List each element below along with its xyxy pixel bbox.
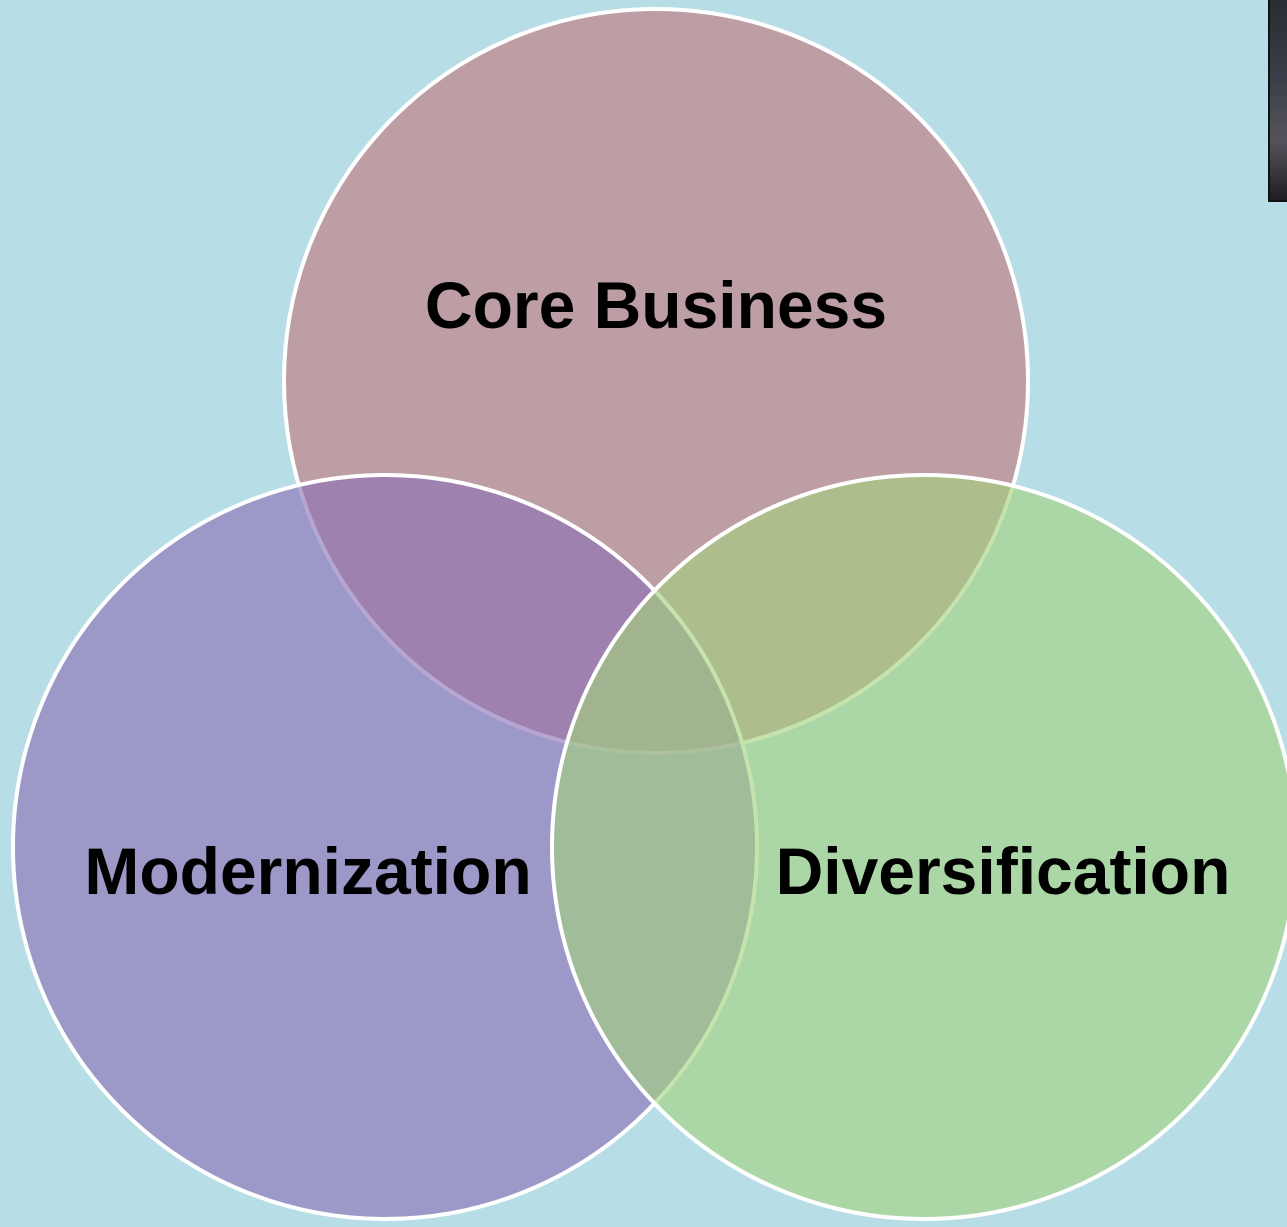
label-modernization: Modernization — [84, 834, 531, 908]
label-diversification: Diversification — [776, 834, 1231, 908]
label-layer: Core Business Modernization Diversificat… — [84, 268, 1230, 908]
label-core-business: Core Business — [425, 268, 887, 342]
circle-diversification — [550, 473, 1287, 1221]
corner-photo-thumbnail — [1268, 0, 1287, 202]
circle-layer — [11, 7, 1287, 1221]
